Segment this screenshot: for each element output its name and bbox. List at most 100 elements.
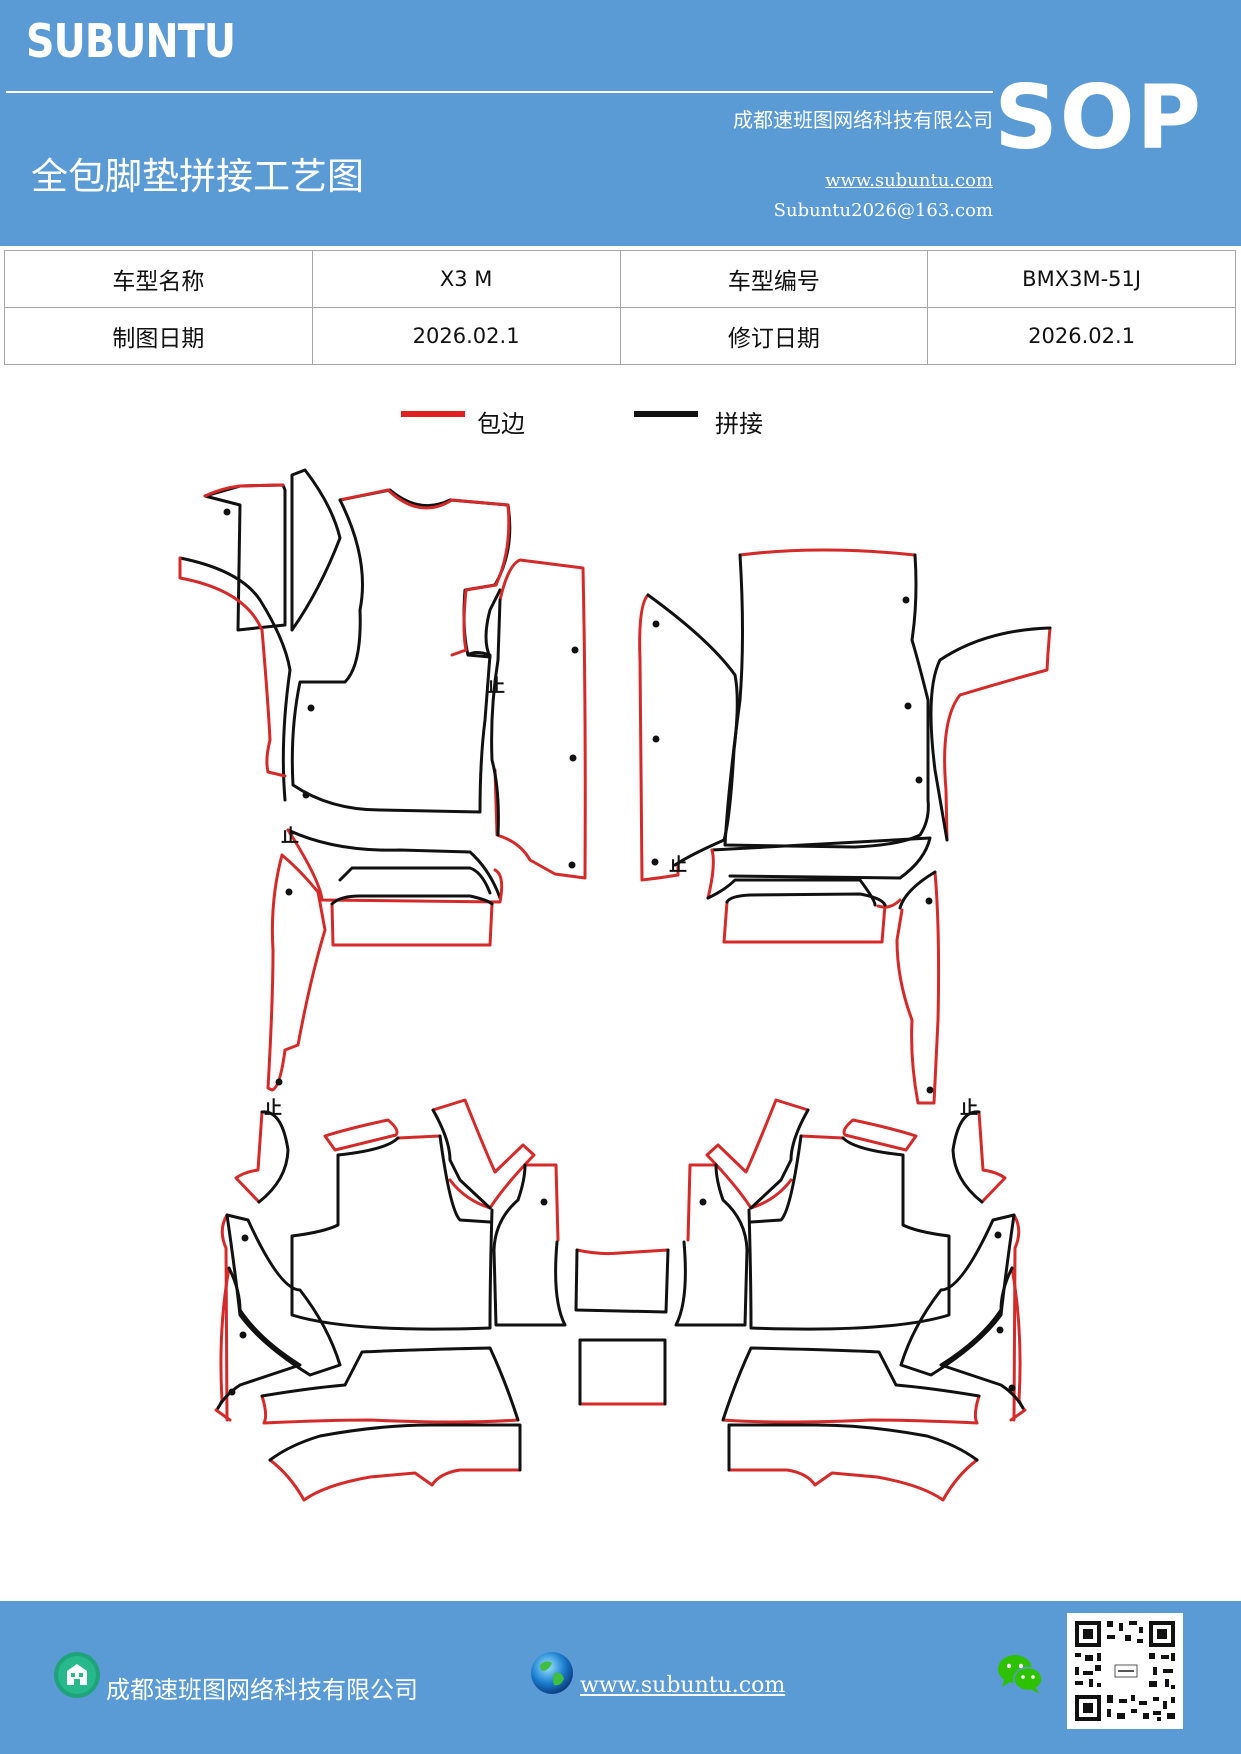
mat-piece xyxy=(338,866,492,895)
rear-right-mat-group xyxy=(674,1098,1027,1502)
mat-piece xyxy=(749,1134,803,1224)
mat-piece xyxy=(330,894,494,906)
legend-edge-label: 包边 xyxy=(477,410,525,438)
mat-piece xyxy=(706,878,877,907)
fastener-dot xyxy=(239,1331,247,1339)
mat-piece xyxy=(234,1110,264,1204)
mat-piece xyxy=(330,902,494,947)
mat-piece xyxy=(725,892,887,907)
fastener-dot xyxy=(568,861,576,869)
revision-date-value: 2026.02.1 xyxy=(927,307,1236,365)
mat-piece xyxy=(574,1248,670,1314)
fastener-dots xyxy=(223,508,1016,1396)
mat-piece xyxy=(178,556,292,802)
header-website-link[interactable]: www.subuntu.com xyxy=(825,170,993,191)
sop-badge: SOP xyxy=(994,66,1203,169)
mat-piece xyxy=(738,548,917,557)
legend: 包边 拼接 xyxy=(0,404,1241,444)
mat-piece xyxy=(723,553,930,849)
mat-piece xyxy=(929,626,1052,842)
header-company: 成都速班图网络科技有限公司 xyxy=(733,108,993,132)
mat-piece xyxy=(799,1134,845,1140)
fastener-dot xyxy=(926,1086,934,1094)
mat-piece xyxy=(674,1163,749,1327)
mat-piece xyxy=(686,1163,718,1242)
document-title: 全包脚垫拼接工艺图 xyxy=(31,155,364,198)
mat-piece xyxy=(268,1423,522,1472)
mat-piece xyxy=(286,828,504,904)
mat-piece xyxy=(290,498,492,814)
mat-piece xyxy=(749,1108,810,1210)
fastener-dot xyxy=(285,888,293,896)
fastener-dot xyxy=(571,646,579,654)
center-tunnel-group xyxy=(574,1248,670,1406)
mat-piece xyxy=(260,1346,520,1422)
mat-piece xyxy=(203,483,287,632)
footer-banner: 成都速班图网络科技有限公司 www.subuntu.com xyxy=(0,1601,1241,1754)
mat-piece xyxy=(842,1118,918,1152)
mat-piece xyxy=(898,870,937,910)
mat-piece xyxy=(523,1163,560,1242)
brand-logo: SUBUNTU xyxy=(26,14,236,68)
draw-date-value: 2026.02.1 xyxy=(311,307,621,365)
fastener-dot xyxy=(1008,1384,1016,1392)
rear-left-mat-group xyxy=(214,1098,567,1502)
qr-code[interactable] xyxy=(1067,1613,1183,1729)
mat-piece xyxy=(721,1394,981,1425)
mat-piece xyxy=(323,1118,399,1152)
mat-piece xyxy=(710,836,932,880)
header-email: Subuntu2026@163.com xyxy=(773,200,993,221)
table-row: 车型名称 X3 M 车型编号 BMX3M-51J xyxy=(4,250,1236,308)
front-left-mat-group xyxy=(178,468,587,1092)
model-code-value: BMX3M-51J xyxy=(927,250,1236,308)
vehicle-info-table: 车型名称 X3 M 车型编号 BMX3M-51J 制图日期 2026.02.1 … xyxy=(4,250,1236,365)
mat-piece xyxy=(721,1346,981,1422)
legend-seam-swatch xyxy=(634,411,698,417)
legend-edge-swatch xyxy=(401,411,465,417)
mat-piece xyxy=(290,1136,494,1331)
mat-piece xyxy=(951,1110,984,1204)
table-row: 制图日期 2026.02.1 修订日期 2026.02.1 xyxy=(4,307,1236,365)
footer-website-link[interactable]: www.subuntu.com xyxy=(580,1673,786,1698)
draw-date-label: 制图日期 xyxy=(4,307,313,365)
fastener-dot xyxy=(569,754,577,762)
fastener-dot xyxy=(652,620,660,628)
floor-mat-diagram: 止 止 止 止 止 xyxy=(178,468,1052,1502)
mat-piece xyxy=(1012,1213,1021,1422)
mat-piece xyxy=(203,483,285,498)
mat-piece xyxy=(727,1458,979,1502)
mat-piece xyxy=(939,1266,1025,1410)
fastener-dot xyxy=(540,1198,548,1206)
mat-piece xyxy=(646,593,739,867)
building-icon xyxy=(54,1652,100,1698)
mat-piece xyxy=(286,828,502,900)
mat-piece xyxy=(396,1134,442,1140)
mat-piece xyxy=(943,626,1052,842)
header-banner: SUBUNTU SOP 成都速班图网络科技有限公司 全包脚垫拼接工艺图 www.… xyxy=(0,0,1241,246)
mat-piece xyxy=(268,1458,522,1502)
stop-marker: 止 xyxy=(669,854,687,876)
fastener-dot xyxy=(241,1234,249,1242)
mat-piece xyxy=(492,1163,567,1327)
wechat-icon[interactable] xyxy=(996,1653,1044,1695)
mat-piece xyxy=(706,848,715,900)
mat-piece xyxy=(438,1134,492,1224)
mat-piece xyxy=(977,1110,1007,1204)
stop-marker: 止 xyxy=(487,675,505,697)
mat-piece xyxy=(220,1213,229,1422)
fastener-dot xyxy=(302,791,310,799)
fastener-dot xyxy=(904,702,912,710)
mat-piece xyxy=(431,1108,492,1210)
model-code-label: 车型编号 xyxy=(619,250,929,308)
stop-markers: 止 止 止 止 止 xyxy=(264,675,978,1119)
mat-piece xyxy=(722,900,887,944)
mat-piece xyxy=(257,1110,290,1204)
fastener-dot xyxy=(902,596,910,604)
fastener-dot xyxy=(651,858,659,866)
mat-piece xyxy=(178,556,287,778)
mat-piece xyxy=(266,853,327,1092)
header-divider xyxy=(6,91,993,93)
footer-company: 成都速班图网络科技有限公司 xyxy=(106,1676,418,1704)
stop-marker: 止 xyxy=(281,825,299,847)
mat-piece xyxy=(747,1136,951,1331)
